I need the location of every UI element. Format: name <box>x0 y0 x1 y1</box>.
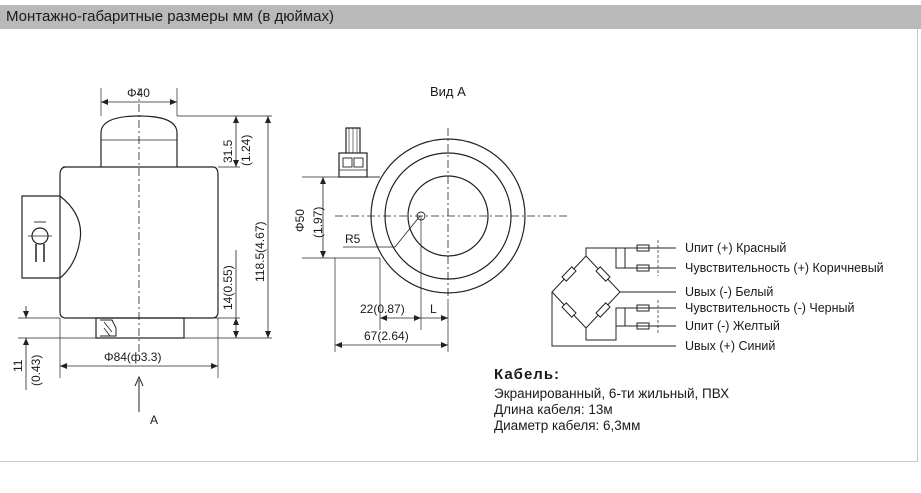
comp-resistor-4 <box>636 322 650 330</box>
dim-top-diameter: Φ40 <box>127 86 150 100</box>
comp-resistor-2 <box>636 264 650 272</box>
front-view <box>302 127 570 352</box>
dim-width: 67(2.64) <box>364 329 409 343</box>
wire-label-sense-minus: Чувствительность (-) Черный <box>685 301 855 315</box>
bridge-diamond <box>551 255 621 329</box>
section-title: Монтажно-габаритные размеры мм (в дюймах… <box>6 8 335 25</box>
wire-label-sense-plus: Чувствительность (+) Коричневый <box>685 261 884 275</box>
dim-top-height: 31.5 <box>221 139 235 163</box>
wire-label-output-plus: Uвых (+) Синий <box>685 339 775 353</box>
comp-resistor-1 <box>636 244 650 252</box>
dim-lower-height: 14(0.55) <box>221 265 235 310</box>
dim-offset: 22(0.87) <box>360 302 405 316</box>
dim-body-diameter: Φ84(ф3.3) <box>104 350 161 364</box>
dim-total-height: 118.5(4.67) <box>253 222 267 283</box>
cable-line-diameter: Диаметр кабеля: 6,3мм <box>494 418 641 433</box>
wiring-diagram <box>551 240 676 347</box>
dim-top-height-in: (1.24) <box>239 135 253 166</box>
dim-inner-diameter: Φ50 <box>293 209 307 232</box>
dim-inner-diameter-in: (1.97) <box>311 207 325 238</box>
dim-radius: R5 <box>345 232 361 246</box>
front-view-title: Вид А <box>430 84 466 99</box>
cable-spec: Кабель: Экранированный, 6-ти жильный, ПВ… <box>494 366 729 434</box>
cable-line-type: Экранированный, 6-ти жильный, ПВХ <box>494 386 730 401</box>
side-view <box>18 88 272 412</box>
cable-line-length: Длина кабеля: 13м <box>494 402 613 417</box>
dim-base-height-in: (0.43) <box>29 355 43 386</box>
wire-label-output-minus: Uвых (-) Белый <box>685 285 773 299</box>
drawing-frame <box>0 29 918 462</box>
section-header: Монтажно-габаритные размеры мм (в дюймах… <box>0 5 921 29</box>
dim-base-height: 11 <box>11 359 25 372</box>
view-arrow-label: A <box>150 413 158 427</box>
cable-title: Кабель: <box>494 366 561 383</box>
base-plate <box>95 317 185 339</box>
wire-label-supply-minus: Uпит (-) Желтый <box>685 319 780 333</box>
wire-label-supply-plus: Uпит (+) Красный <box>685 241 786 255</box>
radius-leader <box>343 215 421 248</box>
dim-l: L <box>430 302 437 316</box>
comp-resistor-3 <box>636 304 650 312</box>
mounting-lug <box>21 195 60 279</box>
